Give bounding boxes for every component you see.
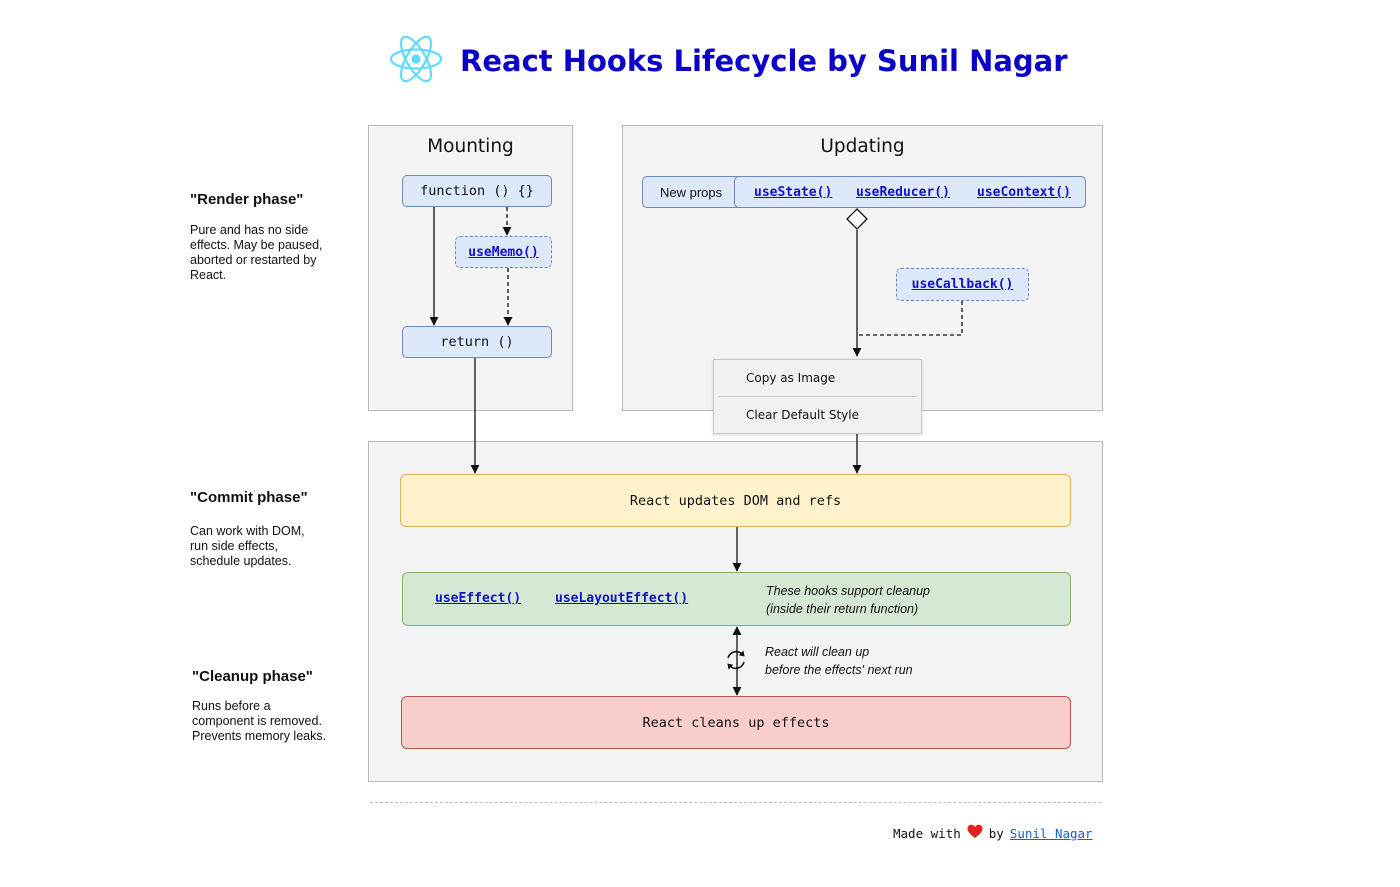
decision-diamond [846,208,868,230]
mounting-panel: Mounting [368,125,573,411]
rerun-cleanup-note: React will clean up before the effects' … [765,645,913,677]
menu-separator [718,396,917,397]
render-phase-heading: "Render phase" [190,191,304,208]
footer: Made with by Sunil Nagar [893,824,1093,842]
new-props-label: New props [660,184,723,200]
react-logo-icon [388,31,444,92]
page-title: React Hooks Lifecycle by Sunil Nagar [460,44,1068,78]
footer-divider [370,802,1101,803]
clear-default-style-menu-item[interactable]: Clear Default Style [746,408,859,422]
context-menu: Copy as Image Clear Default Style [713,359,922,434]
author-link[interactable]: Sunil Nagar [1009,825,1093,841]
page-header: React Hooks Lifecycle by Sunil Nagar [388,30,1068,92]
cleanup-phase-description: Runs before a component is removed. Prev… [192,699,327,743]
updating-title: Updating [820,136,905,157]
cleanup-phase-heading: "Cleanup phase" [192,668,313,685]
commit-phase-description: Can work with DOM, run side effects, sch… [190,524,305,568]
use-state-link[interactable]: useState() [754,184,833,200]
dom-update-box: React updates DOM and refs [400,474,1071,527]
effects-box: useEffect() useLayoutEffect() These hook… [402,572,1071,626]
function-node: function () {} [402,175,552,207]
use-reducer-link[interactable]: useReducer() [856,184,950,200]
copy-as-image-menu-item[interactable]: Copy as Image [746,371,836,385]
by-text: by [988,825,1004,841]
use-memo-link[interactable]: useMemo() [468,244,539,260]
use-effect-link[interactable]: useEffect() [435,591,522,606]
hooks-group-box [734,176,1086,208]
return-node: return () [402,326,552,358]
use-callback-link[interactable]: useCallback() [911,277,1014,292]
made-with-text: Made with [893,825,961,841]
cleanup-support-note: These hooks support cleanup (inside thei… [766,584,930,616]
use-context-link[interactable]: useContext() [977,184,1071,200]
refresh-cycle-icon [723,647,749,678]
use-layout-effect-link[interactable]: useLayoutEffect() [555,591,689,606]
updating-inputs-bar: New props useState() useReducer() useCon… [642,176,1086,208]
use-memo-node: useMemo() [455,236,552,268]
mounting-title: Mounting [427,136,514,157]
render-phase-description: Pure and has no side effects. May be pau… [190,223,323,282]
heart-icon [967,824,983,842]
cleanup-box: React cleans up effects [401,696,1071,749]
use-callback-node: useCallback() [896,268,1029,301]
commit-phase-heading: "Commit phase" [190,489,308,506]
